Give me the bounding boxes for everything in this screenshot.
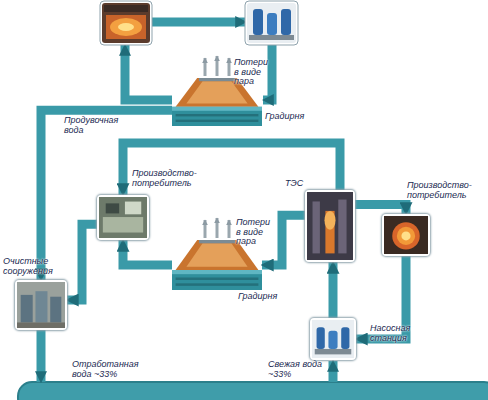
picture-detail <box>172 240 262 290</box>
picture-detail <box>253 9 263 35</box>
picture-detail <box>384 216 428 254</box>
flow-note: Отработанная вода ~33% <box>72 360 146 379</box>
picture-detail <box>341 327 349 349</box>
consumer-plant: Производство-потребитель <box>97 195 149 240</box>
node-label: ТЭС <box>285 179 309 189</box>
picture-detail <box>329 361 338 382</box>
edge-label: Продувочная вода <box>64 116 126 135</box>
picture-detail <box>247 3 296 43</box>
picture-detail <box>176 283 259 286</box>
picture-detail <box>216 218 219 238</box>
picture-detail <box>35 291 47 322</box>
picture-detail <box>118 23 134 31</box>
picture-detail <box>106 203 119 213</box>
picture-detail <box>245 1 298 45</box>
picture-detail <box>17 282 65 328</box>
pump-station: Насосная станция <box>310 318 356 360</box>
treatment-plant: Очистные сооружения <box>15 280 67 330</box>
picture-detail <box>99 197 147 238</box>
picture-detail <box>392 222 420 249</box>
picture-detail <box>328 331 337 349</box>
picture-detail <box>307 192 353 260</box>
picture-detail <box>315 349 352 354</box>
picture-detail <box>384 216 428 254</box>
cooling-tower: Потери в виде параГрадирня <box>172 240 262 290</box>
picture-detail <box>267 13 277 35</box>
node-label: Потери в виде пара <box>234 58 274 87</box>
picture-detail <box>204 58 207 76</box>
picture-detail <box>397 227 415 245</box>
node-label: Градирня <box>238 292 288 302</box>
consumer-plant: Производство-потребитель <box>382 214 430 256</box>
picture-detail <box>313 201 320 253</box>
picture-detail <box>99 197 147 238</box>
node-label: Очистные сооружения <box>3 257 63 276</box>
picture-detail <box>199 240 235 243</box>
picture-detail <box>245 1 298 45</box>
picture-detail <box>176 278 259 281</box>
picture-detail <box>100 1 152 45</box>
picture-detail <box>172 270 262 290</box>
picture-detail <box>228 58 231 76</box>
node-label: Потери в виде пара <box>236 218 276 247</box>
picture-detail <box>281 9 291 35</box>
node-label: Производство-потребитель <box>132 169 196 188</box>
picture-detail <box>102 3 150 43</box>
power-plant: ТЭС <box>305 190 355 262</box>
picture-detail <box>50 297 61 323</box>
picture-detail <box>204 220 207 238</box>
picture-detail <box>263 44 272 100</box>
picture-detail <box>110 18 142 36</box>
picture-detail <box>199 78 235 81</box>
cooling-tower: Потери в виде параГрадирня <box>172 78 262 126</box>
water-pipe <box>329 262 338 318</box>
picture-detail <box>125 45 172 100</box>
water-pipe <box>123 240 172 265</box>
water-pipe <box>41 110 172 280</box>
picture-detail <box>106 15 146 39</box>
picture-detail <box>176 120 259 122</box>
picture-detail <box>312 320 354 358</box>
picture-detail <box>228 220 231 238</box>
picture-detail <box>125 202 141 215</box>
picture-detail <box>216 56 219 76</box>
picture-detail <box>317 327 325 349</box>
picture-detail <box>312 320 354 358</box>
picture-detail <box>249 35 294 40</box>
picture-detail <box>338 200 346 254</box>
picture-detail <box>17 322 65 328</box>
picture-detail <box>18 382 488 400</box>
flow-note: Свежая вода ~33% <box>268 360 328 379</box>
picture-detail <box>325 211 334 254</box>
picture-detail <box>103 217 143 232</box>
picture-detail <box>172 107 262 111</box>
picture-detail <box>176 114 259 116</box>
picture-detail <box>324 211 335 230</box>
water-pipe <box>123 143 340 195</box>
picture-detail <box>17 282 65 328</box>
water-pipe <box>67 224 97 300</box>
node-label: Насосная станция <box>370 324 422 343</box>
picture-detail <box>150 18 246 27</box>
picture-detail <box>21 295 33 323</box>
node-label: Производство-потребитель <box>407 181 473 200</box>
picture-detail <box>307 192 353 260</box>
picture-detail <box>401 231 410 240</box>
picture-detail <box>172 107 262 126</box>
picture-detail <box>104 5 148 12</box>
water-pipe <box>355 204 406 214</box>
picture-detail <box>186 243 247 266</box>
picture-detail <box>172 270 262 274</box>
node-label: Градирня <box>265 112 315 122</box>
picture-detail <box>37 330 46 382</box>
picture-detail <box>100 1 152 45</box>
